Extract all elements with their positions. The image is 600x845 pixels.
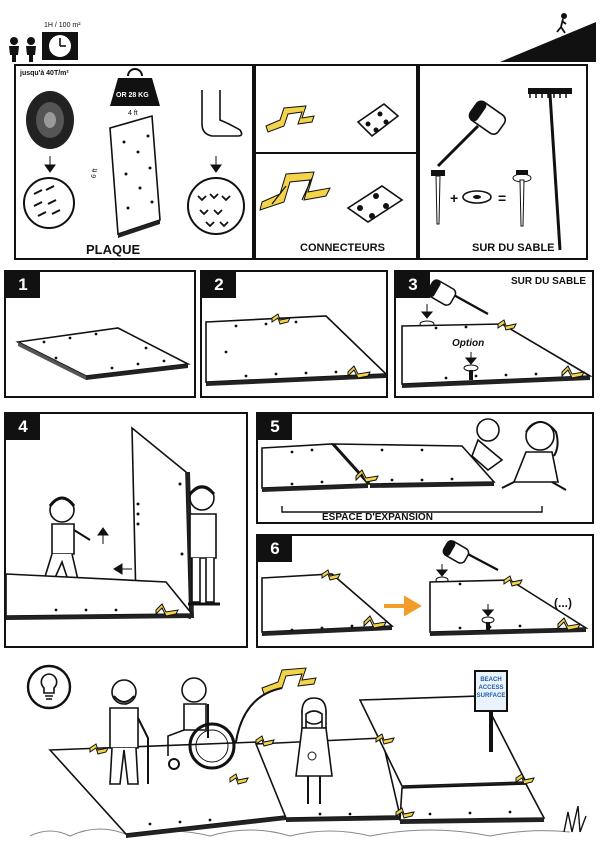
sign-post <box>489 712 493 752</box>
sand-panel: + = SUR DU SABLE <box>418 64 588 260</box>
foot-imprint-icon <box>187 177 245 235</box>
stake-icon <box>481 604 495 630</box>
plate-drawing <box>429 575 589 636</box>
expansion-space-label: ESPACE D'EXPANSION <box>322 512 433 523</box>
grass <box>563 805 587 833</box>
weight-label: OR 28 KG <box>116 92 149 99</box>
plate-drawing <box>261 569 395 636</box>
clock-icon <box>42 32 78 60</box>
step-3-panel: 3 SUR DU SABLE Option <box>394 270 594 398</box>
down-arrow-icon <box>210 156 222 173</box>
plus-sign: + <box>450 190 459 206</box>
children-figures <box>471 418 567 491</box>
step-4-panel: 4 <box>4 412 248 648</box>
connectors-assembled-icon <box>259 171 331 211</box>
people-icon <box>9 37 36 62</box>
step-5-number: 5 <box>258 414 292 440</box>
stake-assembly-icon <box>512 170 532 227</box>
step-1-panel: 1 <box>4 270 196 398</box>
final-scene: BEACH ACCESS SURFACE <box>0 652 600 845</box>
weight-icon <box>110 68 160 106</box>
sign-line-1: BEACH <box>480 677 502 683</box>
step-3-number: 3 <box>396 272 430 298</box>
connectors-panel: CONNECTEURS <box>254 64 418 260</box>
child-figure <box>188 485 220 606</box>
step-2-panel: 2 <box>200 270 388 398</box>
foot-icon <box>201 90 243 137</box>
connectors-divider <box>256 152 416 154</box>
beach-access-sign: BEACH ACCESS SURFACE <box>474 670 508 712</box>
width-label: 4 ft <box>128 110 138 117</box>
specs-panel: jusqu'à 40T/m² OR 28 KG 4 ft 6 ft PLAQUE <box>14 64 254 260</box>
capacity-label: 1H / 100 m² <box>44 22 81 29</box>
step-5-panel: 5 ESPACE D'EXPANSION <box>256 412 594 524</box>
mallet-icon <box>442 540 499 572</box>
plates-drawing <box>261 443 496 492</box>
elderly-man-figure <box>109 679 149 785</box>
connector-icon <box>261 667 317 695</box>
plate-drawing <box>205 313 388 386</box>
sand-label: SUR DU SABLE <box>472 242 555 254</box>
step-6-number: 6 <box>258 536 292 562</box>
tire-icon <box>26 91 74 149</box>
girl-figure <box>295 697 333 804</box>
step-4-number: 4 <box>6 414 40 440</box>
mallet-icon <box>426 279 489 316</box>
step-6-panel: 6 (...) <box>256 534 594 648</box>
step-3-title: SUR DU SABLE <box>510 276 586 287</box>
down-arrow-icon <box>44 156 56 173</box>
plate-bolts-icon <box>346 185 404 223</box>
plates-ground <box>29 695 571 838</box>
stake-icon <box>431 170 445 225</box>
height-label: 6 ft <box>90 168 100 179</box>
connector-icon <box>265 105 315 133</box>
header: 1H / 100 m² 0 à 10 % <box>0 0 600 64</box>
wheelchair-child-figure <box>167 677 236 770</box>
stake-icon <box>463 352 479 380</box>
plate-bolts-icon <box>356 102 400 138</box>
plate-drawing <box>5 573 194 620</box>
equals-sign: = <box>498 190 507 206</box>
ellipsis-label: (...) <box>554 596 572 610</box>
lightbulb-icon <box>26 664 72 710</box>
left-arrow-icon <box>113 563 132 575</box>
plate-drawing <box>401 319 593 388</box>
step-2-number: 2 <box>202 272 236 298</box>
step-1-number: 1 <box>6 272 40 298</box>
plate-label: PLAQUE <box>86 242 141 257</box>
orange-arrow-icon <box>384 595 422 617</box>
option-label: Option <box>452 338 485 349</box>
sign-line-3: SURFACE <box>476 693 506 699</box>
slope-icon <box>500 13 596 62</box>
up-arrow-icon <box>97 527 109 544</box>
bracket-line <box>281 506 543 513</box>
plate-spec-drawing <box>109 114 161 238</box>
connectors-label: CONNECTEURS <box>300 242 385 254</box>
load-label: jusqu'à 40T/m² <box>20 70 69 77</box>
mallet-icon <box>436 100 507 168</box>
rake-icon <box>528 88 572 251</box>
sign-line-2: ACCESS <box>478 685 504 691</box>
tire-imprint-icon <box>23 177 75 229</box>
plate-drawing <box>15 327 191 380</box>
washer-icon <box>462 190 492 204</box>
